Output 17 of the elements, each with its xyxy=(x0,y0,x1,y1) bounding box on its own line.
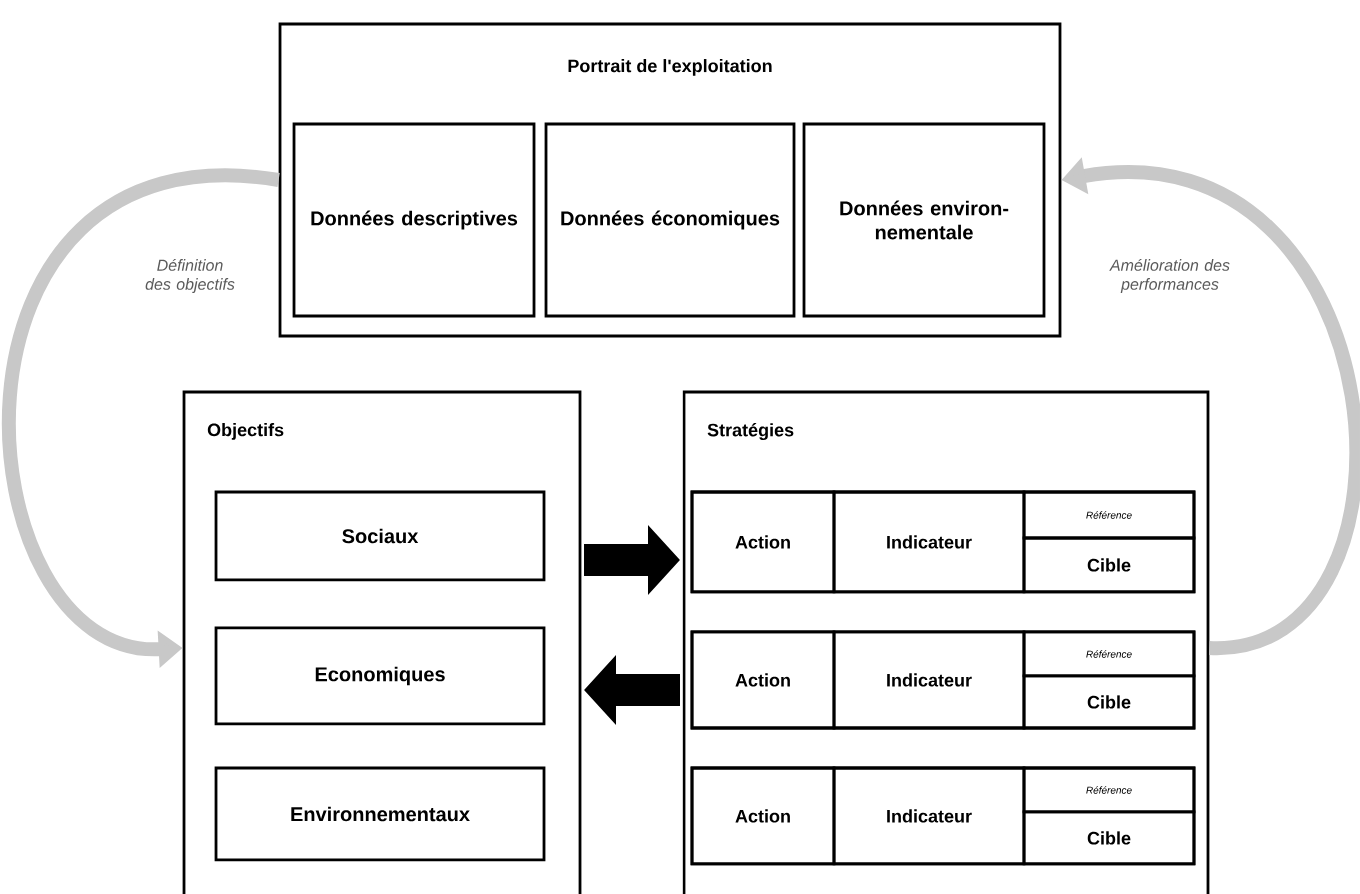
text-box: Action xyxy=(690,490,836,594)
text-box: Données environ-nementale xyxy=(802,122,1046,318)
text-box: Indicateur xyxy=(832,490,1026,594)
text-box: Economiques xyxy=(214,626,546,726)
text-box: Données descriptives xyxy=(292,122,536,318)
text-box: Environnementaux xyxy=(214,766,546,862)
text-box: Cible xyxy=(1022,536,1196,594)
text-box: Sociaux xyxy=(214,490,546,582)
edge-label: Définition des objectifs xyxy=(145,258,235,294)
text-box: Cible xyxy=(1022,810,1196,866)
text-box: Action xyxy=(690,630,836,730)
text-box: Cible xyxy=(1022,674,1196,730)
text-box: Indicateur xyxy=(832,766,1026,866)
text-box: Données économiques xyxy=(544,122,796,318)
edge-label: Amélioration des performances xyxy=(1109,258,1230,294)
text-box: Action xyxy=(690,766,836,866)
text-box: Indicateur xyxy=(832,630,1026,730)
